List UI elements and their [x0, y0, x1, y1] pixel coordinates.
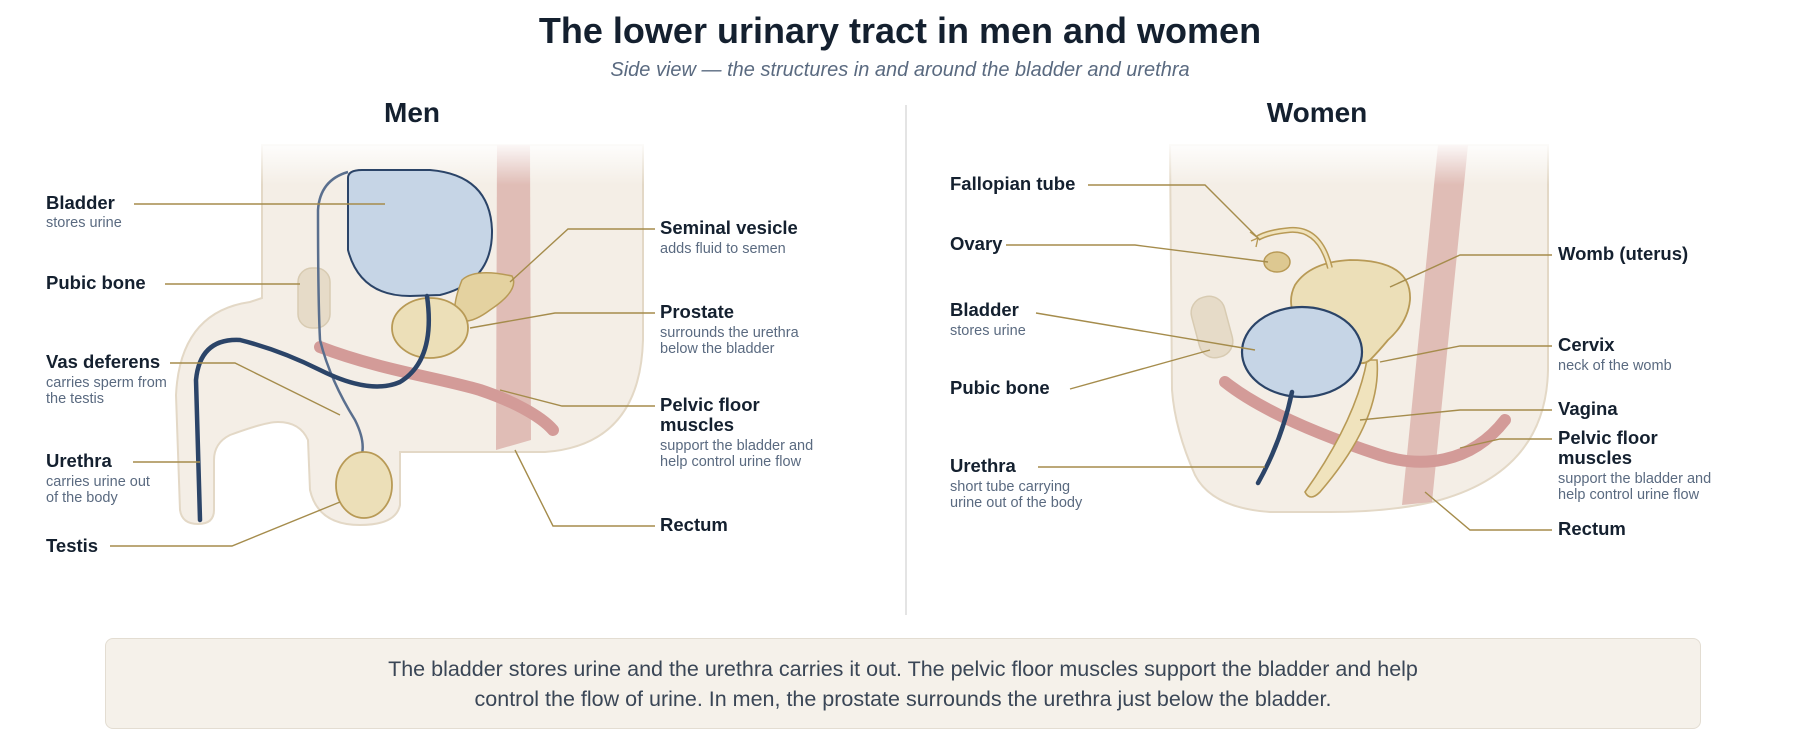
men-pubic-bone: [297, 267, 331, 329]
women-label-pelvic-floor-desc-2: help control urine flow: [1558, 487, 1700, 503]
page-subtitle: Side view — the structures in and around…: [610, 59, 1190, 81]
women-label-bladder-desc: stores urine: [950, 323, 1026, 339]
women-label-cervix: Cervix: [1558, 334, 1615, 355]
women-label-cervix-desc: neck of the womb: [1558, 358, 1672, 374]
men-label-urethra-desc-1: carries urine out: [46, 474, 150, 490]
women-diagram: Fallopian tube Ovary Bladder stores urin…: [950, 140, 1711, 539]
men-label-prostate-desc-2: below the bladder: [660, 341, 775, 357]
men-label-pubic-bone: Pubic bone: [46, 272, 146, 293]
summary-box: The bladder stores urine and the urethra…: [105, 638, 1701, 729]
women-label-pelvic-floor-desc-1: support the bladder and: [1558, 471, 1711, 487]
men-bladder: [347, 169, 494, 298]
women-label-fallopian-tube: Fallopian tube: [950, 173, 1075, 194]
women-pubic-bone: [1190, 295, 1234, 359]
women-vagina: [1304, 359, 1379, 498]
summary-text: The bladder stores urine and the urethra…: [388, 656, 1418, 711]
men-label-vas-deferens-desc-2: the testis: [46, 391, 104, 407]
women-label-urethra: Urethra: [950, 455, 1017, 476]
men-label-seminal-vesicle: Seminal vesicle: [660, 217, 798, 238]
men-label-urethra: Urethra: [46, 450, 113, 471]
men-pelvic-floor: [314, 341, 559, 436]
men-label-pelvic-floor-desc-1: support the bladder and: [660, 438, 813, 454]
men-label-pelvic-floor-desc-2: help control urine flow: [660, 454, 802, 470]
women-rectum-band: [1402, 145, 1468, 505]
men-testis: [335, 451, 393, 519]
men-label-prostate: Prostate: [660, 301, 734, 322]
women-heading: Women: [1267, 97, 1368, 128]
men-diagram: Bladder stores urine Pubic bone Vas defe…: [46, 140, 813, 556]
women-label-rectum: Rectum: [1558, 518, 1626, 539]
women-label-ovary: Ovary: [950, 233, 1003, 254]
women-label-vagina: Vagina: [1558, 398, 1618, 419]
men-label-bladder: Bladder: [46, 192, 115, 213]
men-label-vas-deferens-desc-1: carries sperm from: [46, 375, 167, 391]
men-label-bladder-desc: stores urine: [46, 215, 122, 231]
men-label-pelvic-floor-2: muscles: [660, 414, 734, 435]
men-label-rectum: Rectum: [660, 514, 728, 535]
men-label-pelvic-floor-1: Pelvic floor: [660, 394, 760, 415]
women-label-bladder: Bladder: [950, 299, 1019, 320]
women-label-pelvic-floor-1: Pelvic floor: [1558, 427, 1658, 448]
men-label-vas-deferens: Vas deferens: [46, 351, 160, 372]
men-vas-deferens: [316, 170, 364, 455]
women-label-pelvic-floor-2: muscles: [1558, 447, 1632, 468]
women-label-urethra-desc-1: short tube carrying: [950, 479, 1070, 495]
women-label-pubic-bone: Pubic bone: [950, 377, 1050, 398]
women-urethra: [1255, 389, 1295, 486]
page-title: The lower urinary tract in men and women: [538, 10, 1262, 51]
men-label-seminal-vesicle-desc: adds fluid to semen: [660, 241, 786, 257]
men-rectum-band: [496, 145, 531, 450]
women-bladder: [1240, 305, 1364, 399]
men-label-urethra-desc-2: of the body: [46, 490, 118, 506]
women-label-womb: Womb (uterus): [1558, 243, 1688, 264]
men-urethra: [193, 293, 432, 523]
men-heading: Men: [384, 97, 440, 128]
women-label-urethra-desc-2: urine out of the body: [950, 495, 1083, 511]
men-label-prostate-desc-1: surrounds the urethra: [660, 325, 800, 341]
women-pelvic-floor: [1219, 376, 1511, 468]
men-label-testis: Testis: [46, 535, 98, 556]
men-leader-lines: [110, 203, 655, 547]
women-leader-lines: [1006, 184, 1552, 531]
